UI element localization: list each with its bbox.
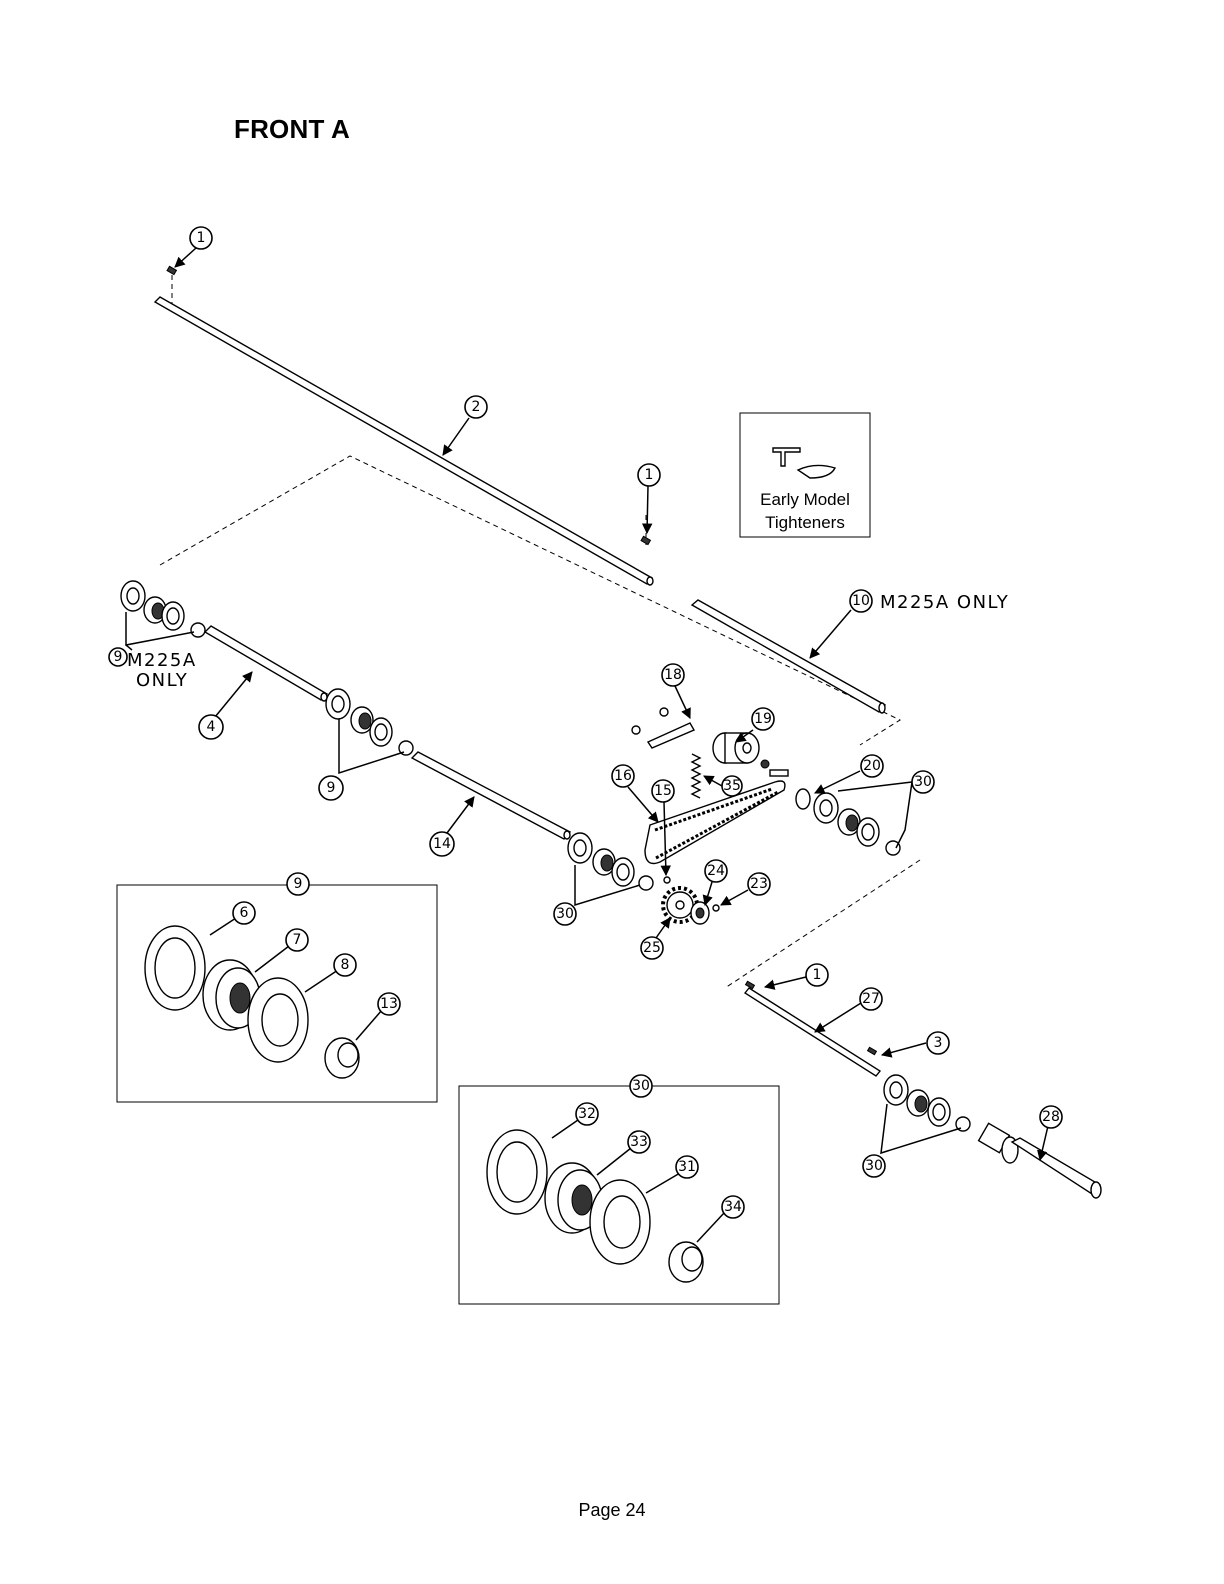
callout-6: 6: [233, 902, 255, 924]
svg-text:34: 34: [724, 1199, 742, 1215]
shaft-10: [692, 600, 885, 713]
svg-text:1: 1: [645, 467, 654, 483]
svg-text:1: 1: [813, 967, 822, 983]
svg-text:10: 10: [852, 593, 870, 609]
leader-lines: [126, 248, 1048, 1242]
svg-text:16: 16: [614, 768, 632, 784]
svg-text:6: 6: [240, 905, 249, 921]
svg-text:33: 33: [630, 1134, 648, 1150]
part9-note-line2: ONLY: [136, 670, 188, 691]
svg-text:13: 13: [380, 996, 398, 1012]
svg-text:28: 28: [1042, 1109, 1060, 1125]
svg-text:30: 30: [865, 1158, 883, 1174]
callout-24: 24: [705, 860, 727, 882]
callout-7: 7: [286, 929, 308, 951]
svg-text:20: 20: [863, 758, 881, 774]
shaft-4: [205, 626, 327, 701]
svg-text:19: 19: [754, 711, 772, 727]
svg-text:8: 8: [341, 957, 350, 973]
svg-text:30: 30: [556, 906, 574, 922]
svg-text:35: 35: [723, 778, 741, 794]
svg-text:3: 3: [934, 1035, 943, 1051]
long-shaft-2: [155, 266, 653, 585]
svg-text:9: 9: [114, 649, 123, 665]
inset-label-line1: Early Model: [760, 490, 850, 509]
bearing-group-left: [121, 581, 205, 637]
callout-13: 13: [378, 993, 400, 1015]
callout-14: 14: [430, 832, 454, 856]
svg-text:2: 2: [472, 399, 481, 415]
part9-note-line1: M225A: [127, 650, 197, 671]
callout-9-box: 9: [287, 873, 309, 895]
callout-23: 23: [748, 873, 770, 895]
detail-box-30: [459, 1086, 779, 1304]
svg-text:1: 1: [197, 230, 206, 246]
callout-33: 33: [628, 1131, 650, 1153]
callout-32: 32: [576, 1103, 598, 1125]
part10-note: M225A ONLY: [880, 592, 1009, 613]
callout-20: 20: [861, 755, 883, 777]
shaft-14: [412, 752, 570, 839]
svg-text:7: 7: [293, 932, 302, 948]
callout-34: 34: [722, 1196, 744, 1218]
callout-31: 31: [676, 1156, 698, 1178]
callout-30-bottom: 30: [863, 1155, 885, 1177]
callout-27: 27: [860, 988, 882, 1010]
callout-19: 19: [752, 708, 774, 730]
inset-label-line2: Tighteners: [765, 513, 845, 532]
callout-1-bottom: 1: [806, 964, 828, 986]
callout-18: 18: [662, 664, 684, 686]
svg-text:18: 18: [664, 667, 682, 683]
page-number: Page 24: [0, 1500, 1224, 1521]
drive-shaft-28: [979, 1123, 1101, 1198]
svg-text:23: 23: [750, 876, 768, 892]
callout-35: 35: [722, 776, 742, 796]
bearing-group-lower: [568, 833, 653, 890]
svg-text:27: 27: [862, 991, 880, 1007]
callout-3: 3: [927, 1032, 949, 1054]
assembly-outline: [160, 275, 920, 988]
svg-text:24: 24: [707, 863, 725, 879]
callout-9-mid: 9: [319, 776, 343, 800]
callout-30-box: 30: [630, 1075, 652, 1097]
svg-text:4: 4: [207, 719, 216, 735]
callout-2: 2: [465, 396, 487, 418]
callout-25: 25: [641, 937, 663, 959]
callout-8: 8: [334, 954, 356, 976]
svg-text:25: 25: [643, 940, 661, 956]
bearing-group-right: [796, 789, 900, 855]
svg-text:14: 14: [433, 836, 451, 852]
callout-15: 15: [652, 780, 674, 802]
svg-text:9: 9: [294, 876, 303, 892]
callout-30-right: 30: [912, 771, 934, 793]
svg-text:30: 30: [632, 1078, 650, 1094]
callout-10: 10: [850, 590, 872, 612]
callout-9-left: 9: [109, 648, 127, 666]
svg-text:31: 31: [678, 1159, 696, 1175]
svg-text:15: 15: [654, 783, 672, 799]
svg-text:9: 9: [327, 780, 336, 796]
bearing-group-bottom: [884, 1075, 970, 1131]
svg-text:30: 30: [914, 774, 932, 790]
callout-1-top: 1: [190, 227, 212, 249]
callout-1-mid: 1: [638, 464, 660, 486]
callout-4: 4: [199, 715, 223, 739]
callout-28: 28: [1040, 1106, 1062, 1128]
callout-30-lower: 30: [554, 903, 576, 925]
callout-16: 16: [612, 765, 634, 787]
svg-text:32: 32: [578, 1106, 596, 1122]
